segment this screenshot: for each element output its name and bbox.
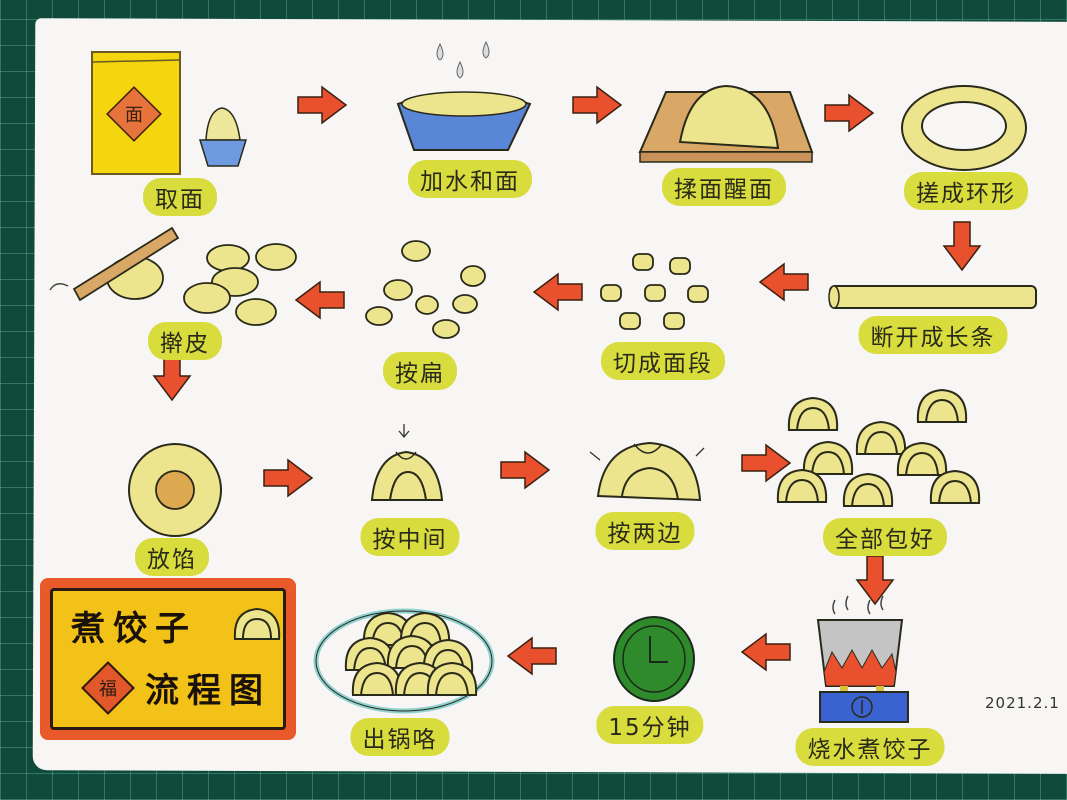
step-label-3: 揉面醒面 <box>662 168 786 206</box>
arrow-down-icon <box>856 555 894 605</box>
plate-dumplings-icon <box>313 608 495 714</box>
clock-icon <box>613 616 695 702</box>
title-inner: 煮饺子 福 流程图 <box>50 588 286 730</box>
dumplings-group-icon <box>776 389 981 507</box>
pinch-middle-icon <box>370 424 444 501</box>
title-box: 煮饺子 福 流程图 <box>40 578 296 740</box>
step-label-11: 按两边 <box>595 512 695 550</box>
dumpling-icon <box>233 607 281 640</box>
date-text: 2021.2.1 <box>985 694 1060 712</box>
step-label-4: 搓成环形 <box>904 172 1028 210</box>
step-label-15: 出锅咯 <box>350 718 450 756</box>
wrapper-filling-icon <box>128 443 222 537</box>
arrow-right-icon <box>572 86 622 124</box>
step-label-1: 取面 <box>143 178 217 216</box>
water-bowl-icon <box>396 40 532 151</box>
step-label-8: 擀皮 <box>148 322 222 360</box>
dough-ring-icon <box>901 85 1027 171</box>
arrow-down-icon <box>943 221 981 271</box>
pinch-sides-icon <box>589 441 705 502</box>
wrappers-icon <box>183 243 297 326</box>
step-label-14: 15分钟 <box>596 706 704 744</box>
arrow-right-icon <box>500 451 550 489</box>
arrow-right-icon <box>297 86 347 124</box>
arrow-left-icon <box>507 637 557 675</box>
step-label-5: 断开成长条 <box>858 316 1008 354</box>
flour-bowl-icon <box>198 107 248 167</box>
rolling-pin-icon <box>49 226 180 302</box>
arrow-right-icon <box>741 444 791 482</box>
title-line-2: 流程图 <box>145 671 271 711</box>
step-label-6: 切成面段 <box>601 342 725 380</box>
arrow-left-icon <box>533 273 583 311</box>
flour-bag-icon: 面 <box>91 51 181 175</box>
dough-log-icon <box>828 285 1037 309</box>
step-label-13: 烧水煮饺子 <box>795 728 945 766</box>
arrow-right-icon <box>824 94 874 132</box>
arrow-left-icon <box>295 281 345 319</box>
svg-text:面: 面 <box>125 105 143 126</box>
step-label-12: 全部包好 <box>823 518 947 556</box>
flattened-pieces-icon <box>365 240 486 339</box>
pot-stove-icon <box>816 595 909 723</box>
dough-board-icon <box>638 84 814 163</box>
title-line-1: 煮饺子 <box>71 609 197 649</box>
fu-stamp-icon: 福 <box>81 661 135 715</box>
arrow-left-icon <box>741 633 791 671</box>
arrow-left-icon <box>759 263 809 301</box>
arrow-right-icon <box>263 459 313 497</box>
step-label-9: 放馅 <box>135 538 209 576</box>
step-label-7: 按扁 <box>383 352 457 390</box>
step-label-10: 按中间 <box>360 518 460 556</box>
dough-pieces-icon <box>600 253 709 330</box>
step-label-2: 加水和面 <box>408 160 532 198</box>
